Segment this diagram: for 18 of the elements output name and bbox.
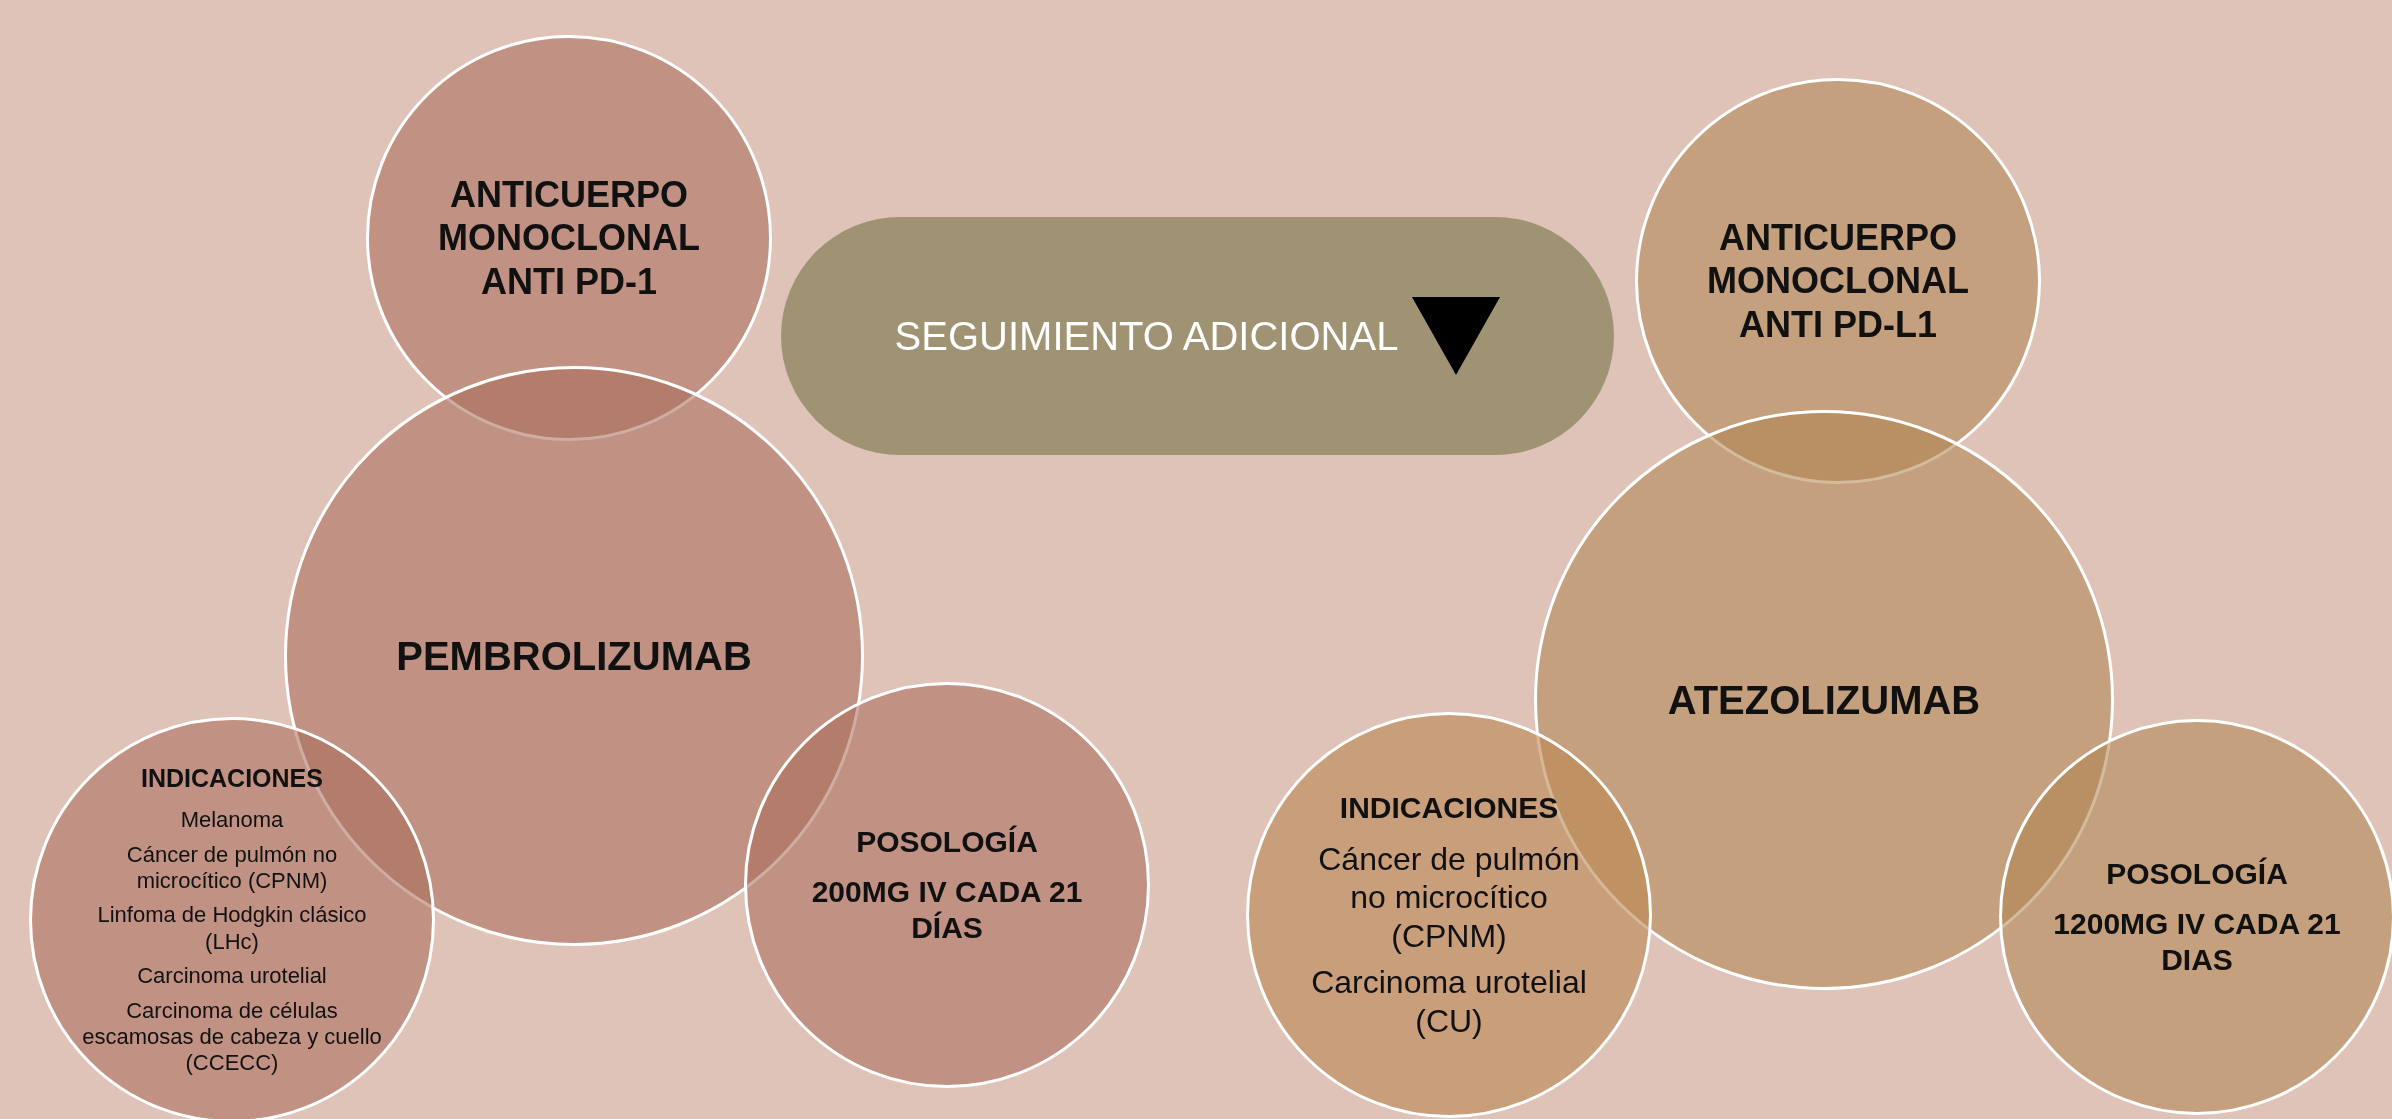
circle-title: ANTICUERPO MONOCLONAL ANTI PD-1 [437,173,701,303]
circle-heading: INDICACIONES [1339,790,1559,826]
banner-title: SEGUIMIENTO ADICIONAL [894,313,1399,360]
circle-text: 1200MG IV CADA 21 DIAS [2052,906,2342,978]
circle-title: ATEZOLIZUMAB [1667,677,1981,724]
circle-text: 200MG IV CADA 21 DÍAS [810,874,1084,946]
circle-text: Linfoma de Hodgkin clásico (LHc) [96,902,368,956]
circle-text: Melanoma [180,807,284,834]
circle-title: ANTICUERPO MONOCLONAL ANTI PD-L1 [1706,216,1970,346]
circle-heading: POSOLOGÍA [856,824,1038,860]
circle-text: Cáncer de pulmón no microcítico (CPNM) [125,841,339,895]
circle-heading: POSOLOGÍA [2106,856,2288,892]
circle-text: Carcinoma de células escamosas de cabeza y cuello (CCECC) [81,997,383,1077]
circle-title: PEMBROLIZUMAB [396,633,752,680]
circle-text: Cáncer de pulmón no microcítico (CPNM) [1317,840,1581,956]
circle-heading: INDICACIONES [141,763,323,794]
circle-text: Carcinoma urotelial [137,963,327,990]
circle-text: Carcinoma urotelial (CU) [1310,963,1588,1040]
